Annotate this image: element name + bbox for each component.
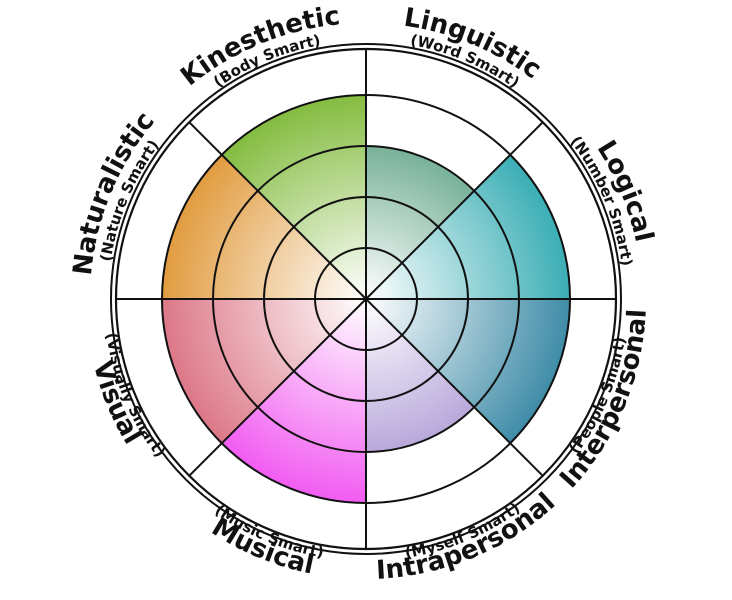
sector-fill-kinesthetic [221, 95, 366, 299]
sector-fill-intrapersonal [366, 299, 475, 452]
sector-fill-visual [162, 299, 366, 444]
spoke-4 [365, 298, 544, 477]
spoke-2 [365, 121, 544, 300]
wheel-lines [110, 43, 622, 555]
ring-5 [110, 43, 622, 555]
sector-fill-naturalistic [162, 154, 366, 299]
sector-fills [162, 95, 570, 503]
sector-fill-musical [221, 299, 366, 503]
spoke-6 [188, 298, 367, 477]
sector-fill-interpersonal [366, 299, 570, 444]
spoke-8 [188, 121, 367, 300]
sector-fill-logical [366, 154, 570, 299]
sector-fill-linguistic [366, 146, 475, 299]
